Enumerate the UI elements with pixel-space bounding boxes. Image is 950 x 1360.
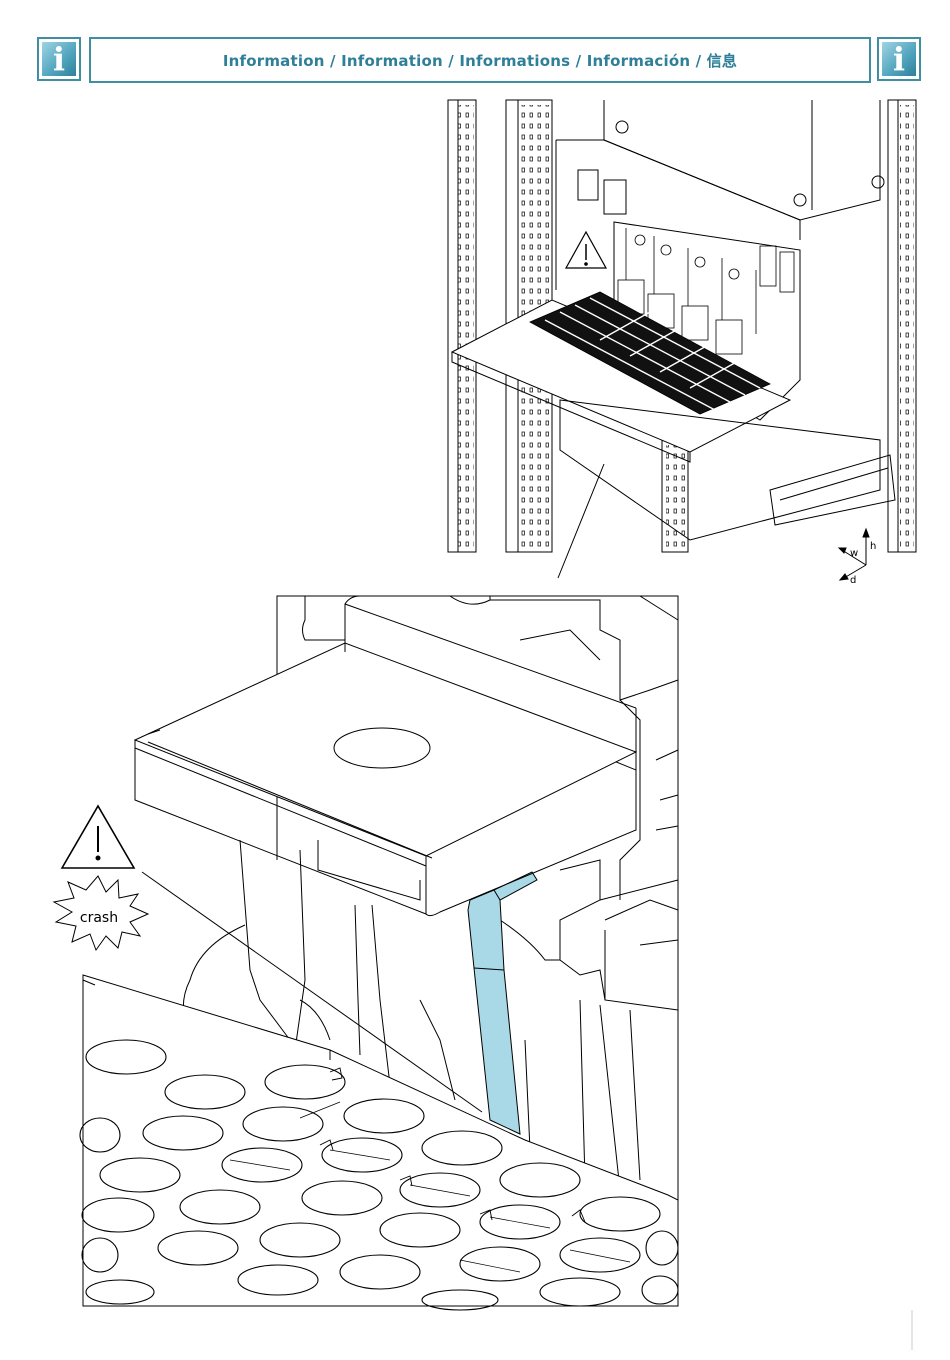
axis-indicator: h w d	[839, 529, 876, 586]
cabinet-overview	[448, 100, 916, 578]
warning-icon	[62, 806, 134, 868]
crash-label: crash	[80, 910, 118, 926]
cabinet-rail	[888, 100, 916, 552]
cabinet-rail	[448, 100, 476, 552]
axis-h-label: h	[870, 541, 876, 552]
axis-w-label: w	[850, 548, 858, 559]
highlighted-contact	[468, 872, 537, 1134]
crash-burst-icon: crash	[54, 876, 148, 950]
axis-d-label: d	[850, 575, 856, 586]
detail-view	[80, 596, 678, 1310]
cabinet-rail	[662, 440, 688, 552]
